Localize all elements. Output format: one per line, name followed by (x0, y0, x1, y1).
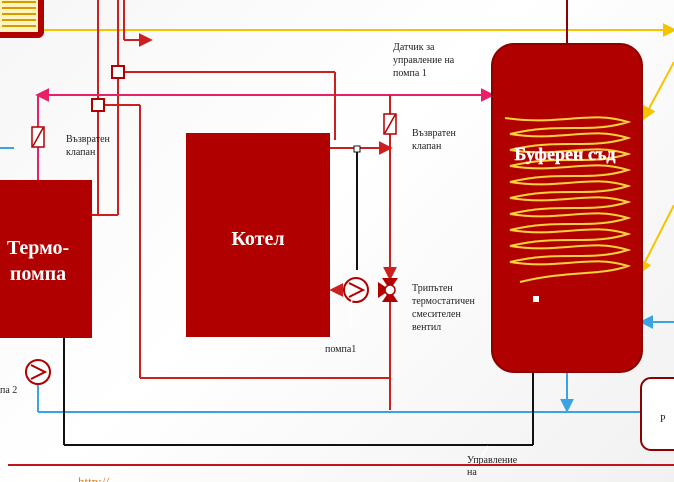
sensor-label-3: помпа 1 (393, 68, 427, 79)
check-valve-left (31, 126, 45, 148)
heat-pump: Термо- помпа (0, 180, 92, 338)
pump1-icon (343, 277, 369, 303)
sensor-label-2: управление на (393, 55, 455, 66)
boiler: Котел (186, 133, 330, 337)
right-controller-label: Р (660, 414, 666, 425)
three-way-mixing-valve (378, 278, 398, 302)
footer-url[interactable]: http://........................ (78, 474, 187, 482)
check-valve-right-label-2: клапан (412, 141, 442, 152)
mixing-valve-label-4: вентил (412, 322, 441, 333)
right-controller-box: Р (640, 377, 674, 451)
control-label-2: на (467, 467, 477, 478)
check-valve-right-label-1: Възвратен (412, 128, 457, 139)
mixing-valve-label-3: смесителен (412, 309, 461, 320)
sensor-label-1: Датчик за (393, 42, 435, 53)
boiler-label: Котел (231, 228, 284, 250)
heat-pump-label-1: Термо- (7, 237, 69, 259)
cold-return-lines (0, 147, 674, 413)
pump2-label: пa 2 (0, 385, 17, 396)
pump1-label: помпа1 (325, 344, 356, 355)
mixing-valve-label-1: Трипътен (412, 283, 453, 294)
check-valve-left-label-2: клапан (66, 147, 96, 158)
mixing-valve-label-2: термостатичен (412, 296, 476, 307)
label-pointers (349, 299, 489, 457)
pump2-icon (25, 359, 51, 385)
solar-collector (0, 0, 44, 38)
control-label-1: Управление (467, 455, 518, 466)
heat-pump-label-2: помпа (10, 263, 66, 285)
solar-loop-lines (44, 23, 674, 275)
buffer-tank: Буферен съд (491, 43, 643, 373)
buffer-tank-label: Буферен съд (515, 144, 616, 164)
check-valve-right (383, 113, 397, 135)
check-valve-left-label-1: Възвратен (66, 134, 111, 145)
pipe-fittings (91, 65, 361, 153)
